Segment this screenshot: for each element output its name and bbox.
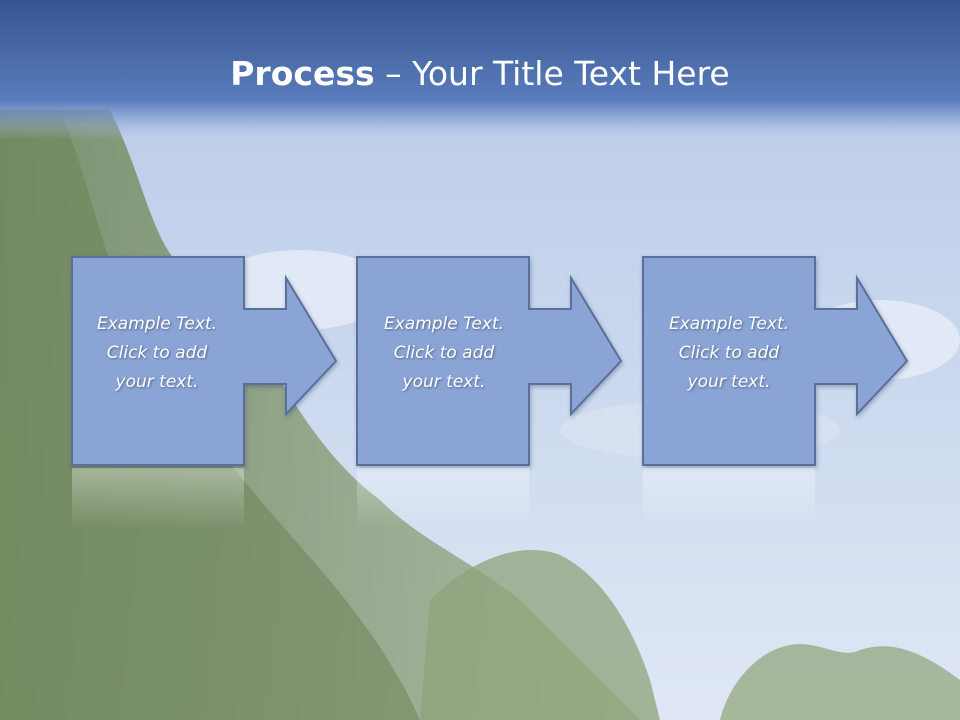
- process-step-1[interactable]: [71, 256, 338, 528]
- step-2-text[interactable]: Example Text. Click to add your text.: [359, 310, 529, 397]
- step-1-text[interactable]: Example Text. Click to add your text.: [72, 310, 242, 397]
- step-2-line-3: your text.: [402, 372, 486, 392]
- process-step-3[interactable]: [642, 256, 909, 528]
- step-1-reflection: [72, 468, 244, 528]
- step-3-text[interactable]: Example Text. Click to add your text.: [644, 310, 814, 397]
- title-rest: – Your Title Text Here: [374, 54, 730, 93]
- step-2-arrow-shape[interactable]: [356, 256, 623, 466]
- title-bold: Process: [230, 54, 375, 93]
- page-title[interactable]: Process – Your Title Text Here: [0, 52, 960, 96]
- step-2-line-1: Example Text.: [383, 314, 505, 334]
- step-3-line-3: your text.: [687, 372, 771, 392]
- step-1-line-3: your text.: [115, 372, 199, 392]
- title-band: [0, 0, 960, 140]
- step-1-arrow-shape[interactable]: [71, 256, 338, 466]
- step-2-line-2: Click to add: [393, 343, 495, 363]
- step-2-reflection: [357, 468, 529, 528]
- step-3-arrow-shape[interactable]: [642, 256, 909, 466]
- step-1-line-1: Example Text.: [96, 314, 218, 334]
- step-3-line-2: Click to add: [678, 343, 780, 363]
- process-step-2[interactable]: [356, 256, 623, 528]
- step-3-reflection: [643, 468, 815, 528]
- step-1-line-2: Click to add: [106, 343, 208, 363]
- step-3-line-1: Example Text.: [668, 314, 790, 334]
